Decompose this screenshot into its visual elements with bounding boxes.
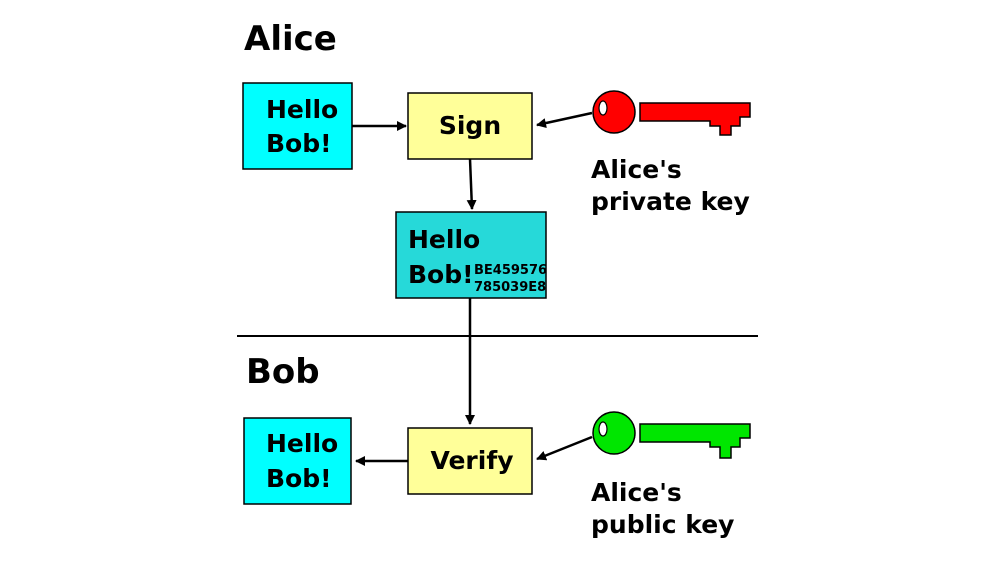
public-key-label-line1: Alice's xyxy=(591,478,682,507)
alice-message-box: Hello Bob! xyxy=(242,82,353,170)
private-key-label-line1: Alice's xyxy=(591,155,682,184)
red-key-icon xyxy=(592,90,751,136)
bob-heading: Bob xyxy=(246,352,320,392)
signed-message-box: Hello Bob! BE459576 785039E8 xyxy=(395,211,547,299)
alice-message-line2: Bob! xyxy=(266,129,332,158)
signature-hash-line2: 785039E8 xyxy=(474,280,546,295)
alice-message-line1: Hello xyxy=(266,95,338,124)
arrow-public-key-to-verify xyxy=(536,435,593,461)
sign-box: Sign xyxy=(407,92,533,160)
arrow-sign-to-signed xyxy=(466,158,477,210)
private-key-label-line2: private key xyxy=(591,187,750,216)
bob-message-line1: Hello xyxy=(266,429,338,458)
public-key-label-line2: public key xyxy=(591,510,734,539)
green-key-icon xyxy=(592,411,751,459)
alice-heading: Alice xyxy=(244,19,337,59)
signed-message-line1: Hello xyxy=(408,225,480,254)
signed-message-line2: Bob! xyxy=(408,260,474,289)
bob-message-box: Hello Bob! xyxy=(243,417,352,505)
verify-box: Verify xyxy=(407,427,533,495)
sign-label: Sign xyxy=(439,111,501,140)
bob-message-line2: Bob! xyxy=(266,464,332,493)
verify-label: Verify xyxy=(430,446,513,475)
arrow-private-key-to-sign xyxy=(536,111,593,128)
signature-hash-line1: BE459576 xyxy=(474,263,547,278)
